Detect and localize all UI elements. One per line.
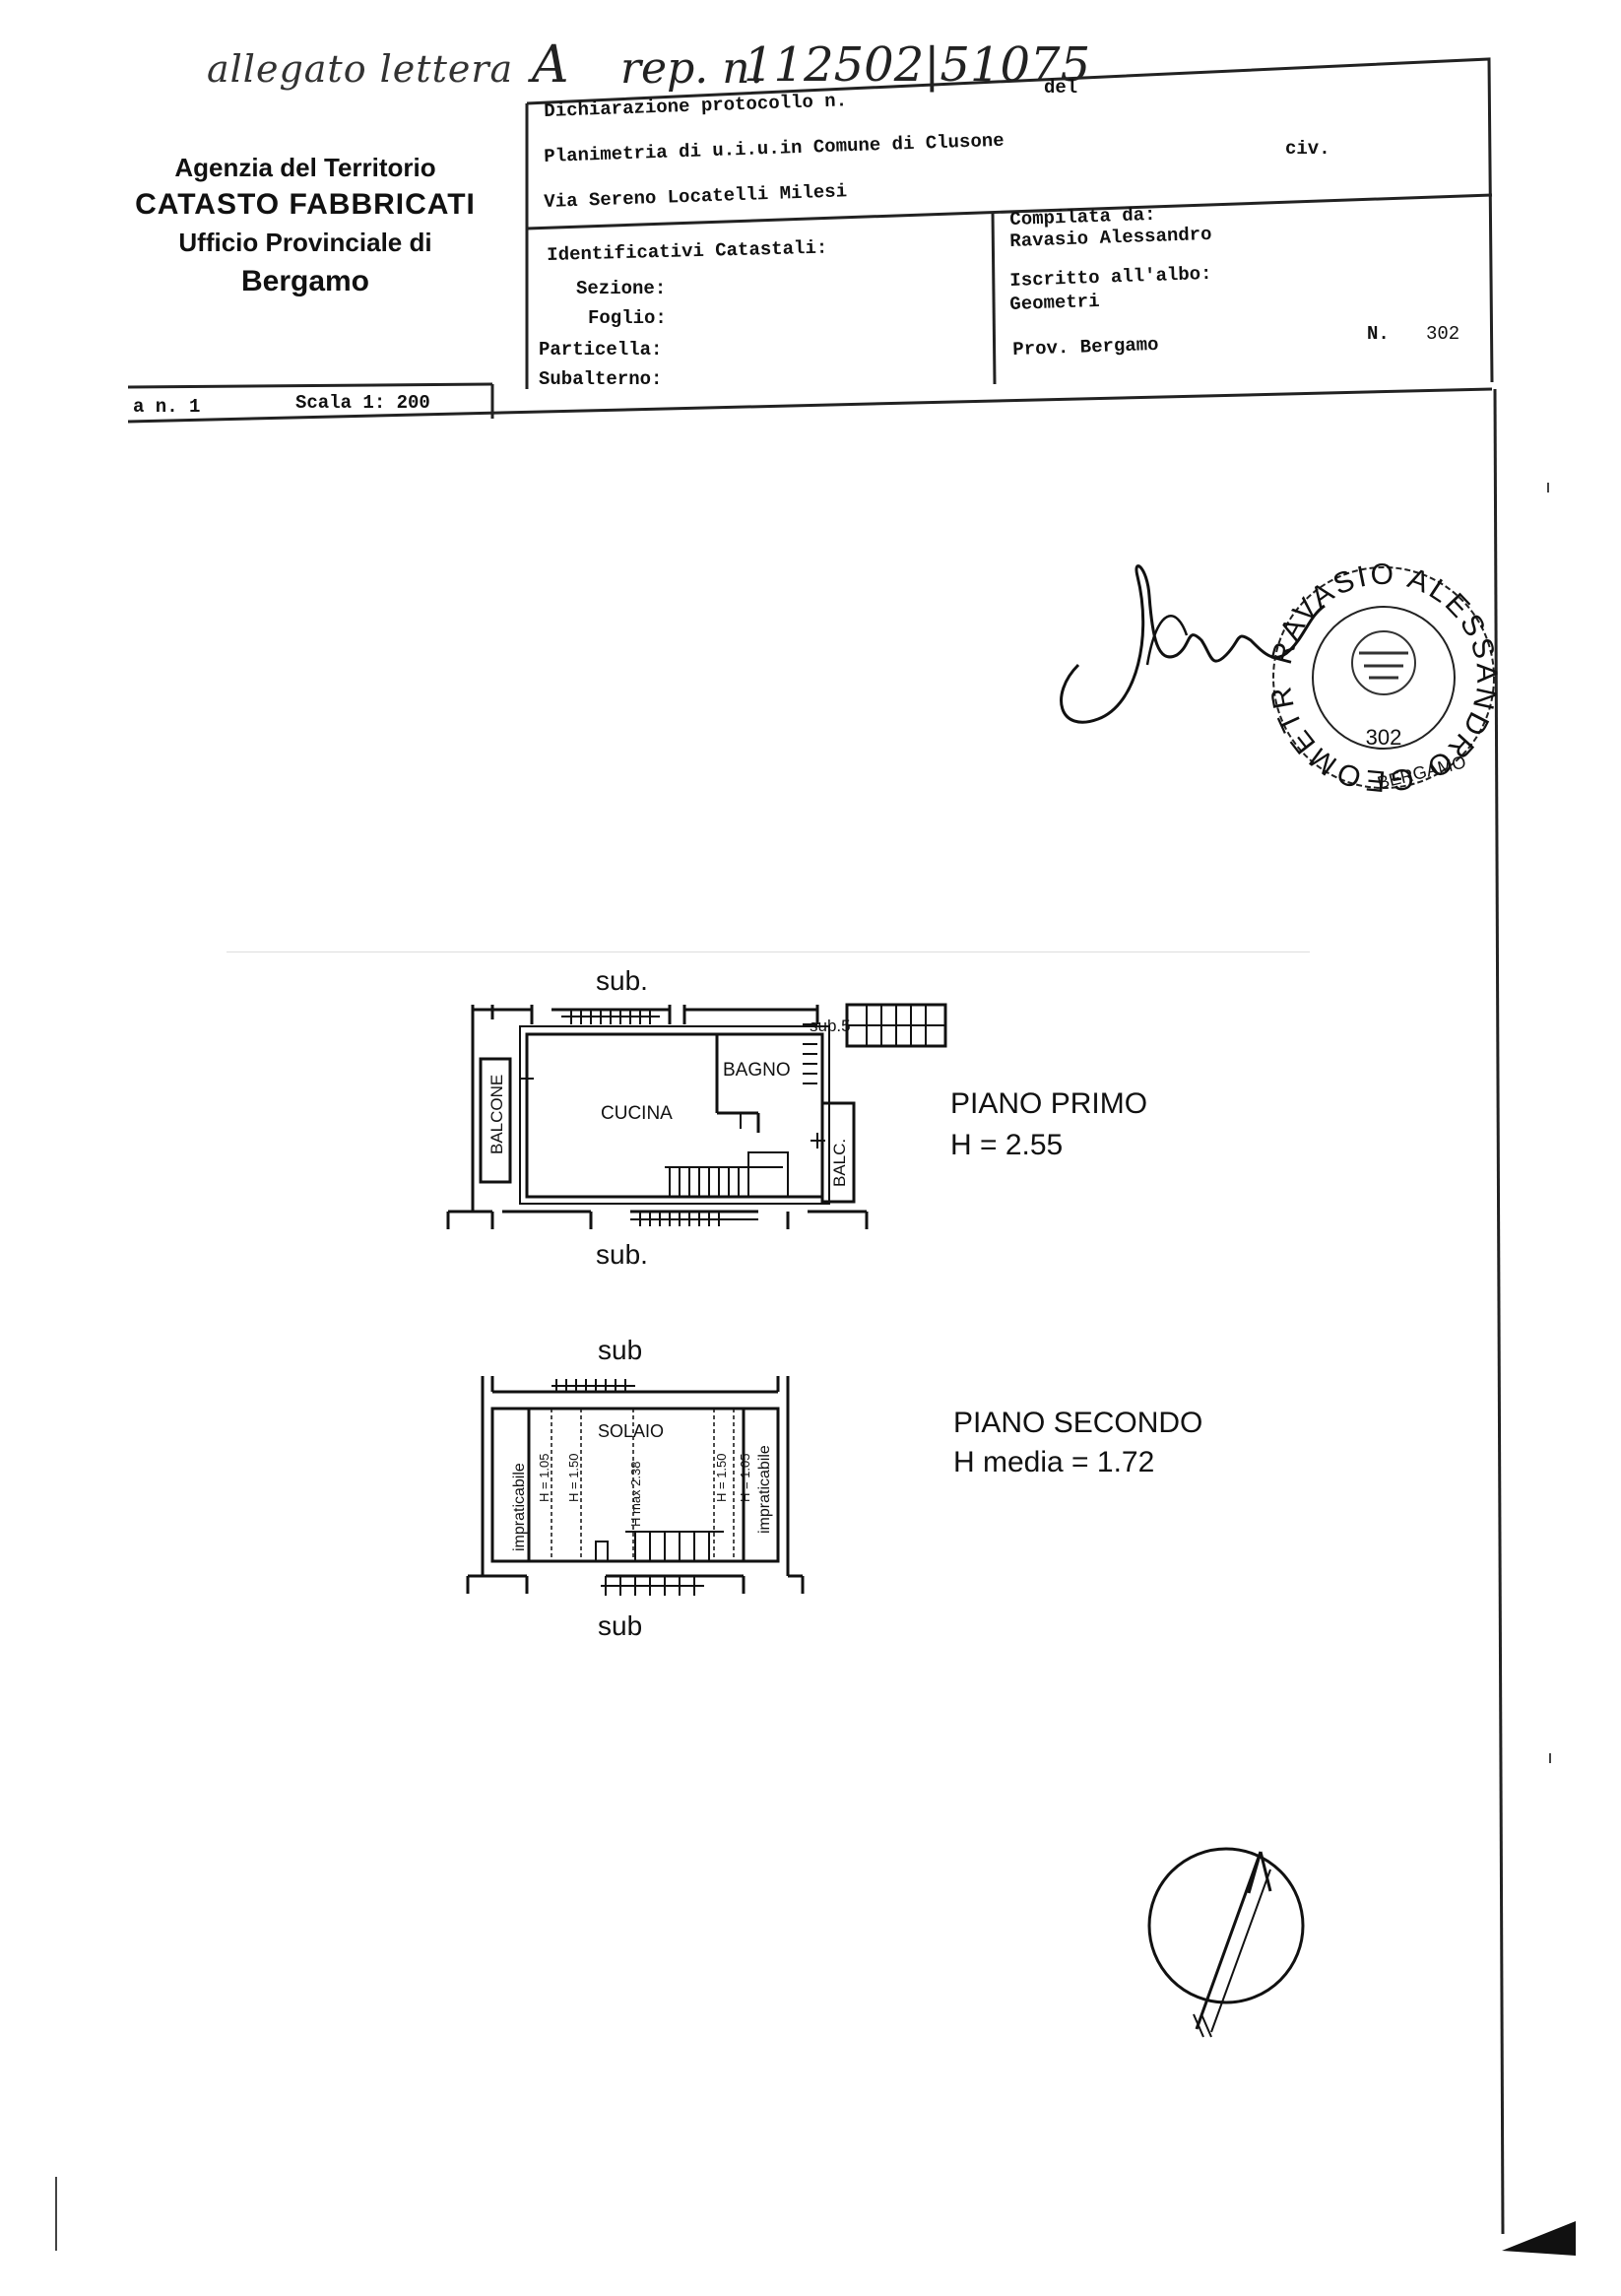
floor-plan-primo: CUCINA BAGNO BALCONE BALC. sub.5	[446, 1003, 947, 1229]
scan-line	[227, 951, 1310, 952]
corner-mark	[1502, 2221, 1576, 2256]
label-sub5: sub.5	[810, 1017, 851, 1035]
label-impraticabile-right: impraticabile	[756, 1445, 773, 1534]
annex-rep-number: 112502|51075	[744, 37, 1091, 93]
agency-line1: Agenzia del Territorio	[174, 153, 436, 182]
identificativi-particella: Particella:	[539, 339, 663, 361]
room-balcone: BALCONE	[487, 1075, 506, 1154]
agency-block: Agenzia del Territorio CATASTO FABBRICAT…	[118, 150, 492, 303]
annex-rep-label: rep. n.	[620, 43, 764, 94]
primo-sub-bottom: sub.	[596, 1239, 648, 1270]
signature-icon	[1060, 564, 1326, 724]
compilata-albo: Geometri	[1009, 290, 1100, 315]
annex-heading: allegato lettera A rep. n. 112502|51075	[207, 28, 1093, 97]
room-bagno: BAGNO	[723, 1060, 791, 1081]
stamp-number: 302	[1366, 725, 1402, 750]
label-h105-left: H = 1.05	[537, 1453, 551, 1502]
label-h150-right: H = 1.50	[714, 1453, 729, 1502]
secondo-sub-top: sub	[598, 1335, 643, 1365]
secondo-title: PIANO SECONDO	[953, 1407, 1203, 1439]
secondo-sub-bottom: sub	[598, 1610, 643, 1641]
annex-letter: A	[532, 35, 569, 95]
room-cucina: CUCINA	[601, 1103, 673, 1124]
primo-sub-top: sub.	[596, 965, 648, 996]
identificativi-subalterno: Subalterno:	[539, 368, 663, 390]
header-del: del	[1044, 77, 1078, 98]
agency-line3: Ufficio Provinciale di	[178, 228, 432, 257]
stamp-emblem-icon	[1351, 630, 1416, 695]
identificativi-foglio: Foglio:	[588, 307, 667, 329]
header-civ: civ.	[1285, 138, 1330, 160]
identificativi-sezione: Sezione:	[576, 278, 667, 299]
compilata-n-label: N.	[1367, 323, 1390, 345]
compilata-n-value: 302	[1426, 323, 1460, 345]
primo-title: PIANO PRIMO	[950, 1087, 1148, 1120]
agency-line2: CATASTO FABBRICATI	[135, 188, 476, 221]
floor-plan-secondo: SOLAIO impraticabile impraticabile H = 1…	[466, 1376, 805, 1596]
label-h105-right: H = 1.05	[738, 1453, 752, 1502]
label-h150-left: H = 1.50	[566, 1453, 581, 1502]
room-solaio: SOLAIO	[598, 1421, 664, 1441]
room-balc: BALC.	[830, 1139, 849, 1187]
scheda-scala: Scala 1: 200	[295, 392, 430, 414]
stamp-seal: RAVASIO ALESSANDRO GEOMETRA 302 BERGAMO	[1265, 559, 1500, 796]
scheda-label: a n. 1	[133, 396, 201, 418]
secondo-height: H media = 1.72	[953, 1446, 1155, 1478]
primo-height: H = 2.55	[950, 1129, 1064, 1161]
label-impraticabile-left: impraticabile	[511, 1463, 528, 1551]
north-arrow-icon	[1147, 1847, 1305, 2038]
annex-allegato-text: allegato lettera	[207, 47, 514, 91]
label-hmax: H max 2.38	[628, 1462, 643, 1527]
agency-line4: Bergamo	[240, 265, 370, 297]
